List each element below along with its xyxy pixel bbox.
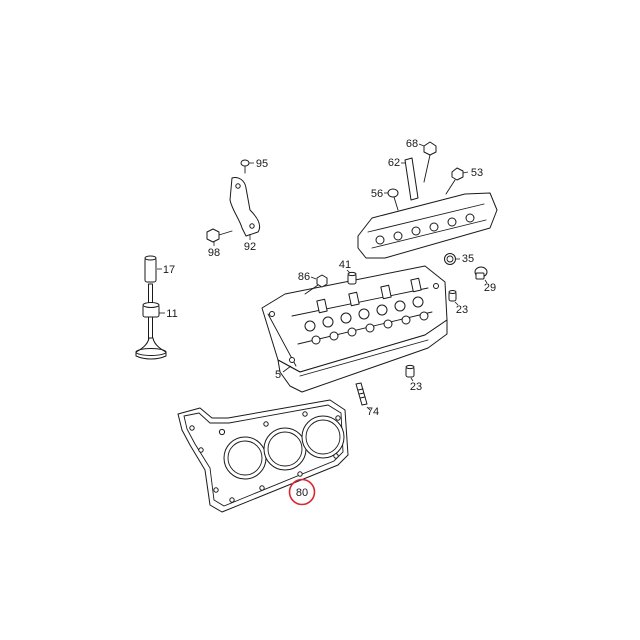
callout-95[interactable]: 95 bbox=[256, 158, 268, 170]
gasket-hole bbox=[302, 411, 308, 417]
carrier-outline bbox=[357, 192, 498, 259]
gasket-bore-3-inner bbox=[305, 419, 341, 455]
gasket-hole bbox=[213, 487, 219, 493]
callout-41[interactable]: 41 bbox=[339, 259, 351, 271]
carrier-bearing-caps bbox=[375, 213, 475, 245]
bracket-hole bbox=[235, 183, 241, 189]
leader-41 bbox=[346, 269, 351, 274]
plug-29[interactable] bbox=[474, 266, 488, 280]
bracket[interactable] bbox=[229, 177, 261, 237]
seal-ring-35[interactable] bbox=[444, 253, 456, 265]
callout-17[interactable]: 17 bbox=[163, 264, 175, 276]
bolt-86[interactable] bbox=[304, 274, 328, 295]
callout-80[interactable]: 80 bbox=[296, 487, 308, 499]
stud-74[interactable] bbox=[355, 382, 368, 406]
gasket-hole bbox=[218, 428, 226, 436]
callout-29[interactable]: 29 bbox=[484, 282, 496, 294]
callout-74[interactable]: 74 bbox=[367, 406, 379, 418]
gasket-bore-1-outer bbox=[223, 436, 267, 480]
head-edge bbox=[299, 339, 429, 377]
callout-35[interactable]: 35 bbox=[462, 253, 474, 265]
head-cam-bearings bbox=[316, 277, 422, 314]
head-bolt-hole bbox=[269, 311, 275, 317]
callout-56[interactable]: 56 bbox=[371, 188, 383, 200]
bolt-95[interactable] bbox=[240, 159, 250, 174]
callout-labels: 68 62 53 56 95 92 98 17 11 86 41 35 29 2… bbox=[163, 138, 496, 506]
selected-part-ring bbox=[288, 478, 316, 506]
cylinder-head-gasket[interactable] bbox=[177, 399, 349, 513]
callout-23-lower[interactable]: 23 bbox=[410, 381, 422, 393]
callout-62[interactable]: 62 bbox=[388, 157, 400, 169]
callout-53[interactable]: 53 bbox=[471, 167, 483, 179]
leader-23-lower bbox=[410, 377, 414, 382]
gasket-hole bbox=[263, 421, 269, 427]
head-valve-bores bbox=[304, 296, 429, 345]
gasket-hole bbox=[189, 425, 195, 431]
camshaft-carrier[interactable] bbox=[357, 192, 498, 259]
leader-68 bbox=[418, 143, 425, 147]
gasket-hole bbox=[335, 415, 341, 421]
gasket-bore-2-inner bbox=[267, 431, 303, 467]
gasket-hole bbox=[297, 471, 303, 477]
gasket-bore-3-outer bbox=[301, 415, 345, 459]
valve[interactable] bbox=[135, 283, 167, 360]
head-front-face bbox=[277, 319, 448, 393]
callout-86[interactable]: 86 bbox=[298, 271, 310, 283]
leader-23-upper bbox=[454, 301, 459, 306]
bracket-body bbox=[229, 177, 261, 237]
bolt-68[interactable] bbox=[423, 141, 437, 183]
guide-rail-62[interactable] bbox=[404, 157, 419, 201]
carrier-rail bbox=[367, 203, 485, 233]
leader-74 bbox=[366, 406, 371, 411]
gasket-hole bbox=[198, 447, 204, 453]
dowel-23-upper[interactable] bbox=[448, 290, 457, 302]
sleeve-41[interactable] bbox=[347, 271, 357, 285]
gasket-hole bbox=[229, 497, 235, 503]
head-rail bbox=[297, 311, 433, 345]
leader-29 bbox=[484, 279, 488, 284]
callout-68[interactable]: 68 bbox=[406, 138, 418, 150]
callout-5[interactable]: 5 bbox=[275, 369, 281, 381]
leader-86 bbox=[310, 276, 317, 280]
gasket-bore-2-outer bbox=[263, 427, 307, 471]
gasket-bore-1-inner bbox=[227, 440, 263, 476]
head-bolt-hole bbox=[433, 283, 439, 289]
callout-92[interactable]: 92 bbox=[244, 241, 256, 253]
bolt-53[interactable] bbox=[445, 167, 464, 195]
callout-11[interactable]: 11 bbox=[166, 308, 177, 320]
head-rail bbox=[291, 287, 429, 317]
head-bolt-hole bbox=[289, 357, 295, 363]
valve-stem-seal[interactable] bbox=[142, 302, 160, 318]
carrier-rail bbox=[371, 219, 487, 249]
bolt-56[interactable] bbox=[387, 188, 399, 211]
callout-23-upper[interactable]: 23 bbox=[456, 304, 468, 316]
valve-tappet[interactable] bbox=[144, 255, 157, 283]
gasket-hole bbox=[259, 485, 265, 491]
leader-lines bbox=[157, 143, 488, 411]
bolt-98[interactable] bbox=[206, 228, 233, 243]
leader-5 bbox=[282, 365, 292, 373]
bracket-hole bbox=[249, 223, 255, 229]
cylinder-head[interactable] bbox=[261, 265, 448, 393]
leader-53 bbox=[462, 171, 469, 174]
gasket-hole bbox=[333, 453, 339, 459]
dowel-23-lower[interactable] bbox=[405, 364, 415, 378]
callout-98[interactable]: 98 bbox=[208, 247, 220, 259]
